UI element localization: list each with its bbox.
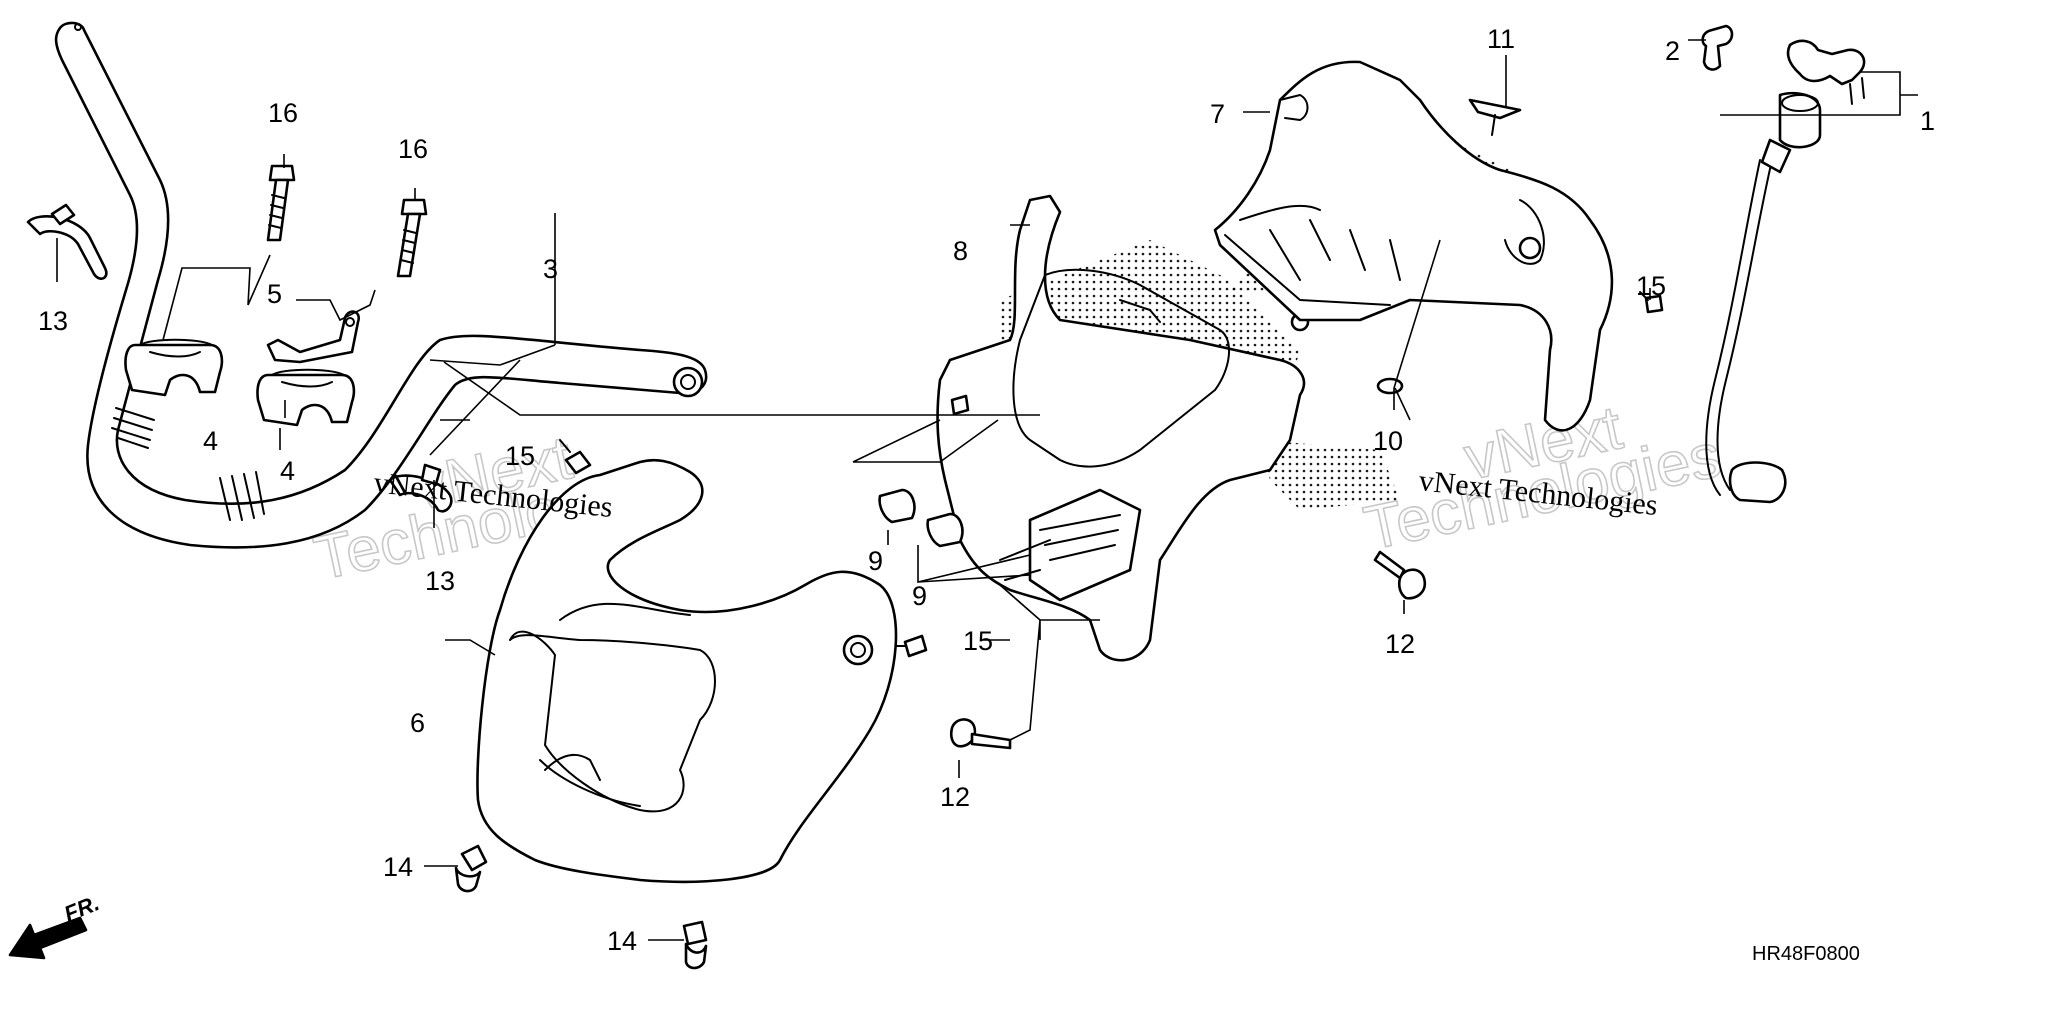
callout-10: 10 [1373,426,1403,456]
clip-14-upper [454,844,488,893]
front-cover [476,458,898,884]
callout-14-lower: 14 [607,926,637,956]
callout-15-left: 15 [505,441,535,471]
clip-11 [1468,98,1522,136]
front-direction-arrow [8,916,88,960]
stipple-center-right [1260,440,1400,510]
callout-15-right: 15 [1636,271,1666,301]
screw-15-center [889,634,928,658]
bolt-12-right [1373,550,1427,600]
callout-12-right: 12 [1385,629,1415,659]
callout-16-right: 16 [398,134,428,164]
callout-11: 11 [1487,24,1515,54]
bracket [266,310,360,364]
callout-7: 7 [1210,99,1225,129]
ignition-switch [1705,39,1866,504]
callout-14-upper: 14 [383,852,413,882]
callout-6: 6 [410,708,425,738]
callout-12-center: 12 [940,782,970,812]
rear-cover [1213,60,1614,432]
callout-15-center: 15 [963,626,993,656]
callout-9-right: 9 [912,581,927,611]
callout-9-left: 9 [868,546,883,576]
grommet-9-left [878,488,916,524]
clip-14-lower [682,920,708,970]
callout-13-left: 13 [38,306,68,336]
callout-5: 5 [267,279,282,309]
handlebar-holder-right [256,368,356,427]
callout-8: 8 [953,236,968,266]
callout-3: 3 [543,254,558,284]
callout-2: 2 [1665,36,1680,66]
diagram-code: HR48F0800 [1752,943,1860,965]
washer-10 [1376,377,1404,395]
leader-lines [56,39,1918,941]
band-13-right [388,463,453,513]
callout-4-left: 4 [203,426,218,456]
screw-15-left [559,439,592,475]
callout-13-right: 13 [425,566,455,596]
callout-16-left: 16 [268,98,298,128]
bolt-12-center [949,718,1012,750]
bolt-16-left [266,164,296,242]
front-label: FR. [61,890,103,926]
callout-1: 1 [1920,106,1935,136]
grommet-9-right [926,512,964,548]
key-2 [1701,24,1734,71]
handlebar-holder-left [124,338,224,397]
band-13-left [26,203,108,280]
handlebar [54,21,708,549]
bolt-16-right [396,198,428,278]
callout-4-right: 4 [280,456,295,486]
